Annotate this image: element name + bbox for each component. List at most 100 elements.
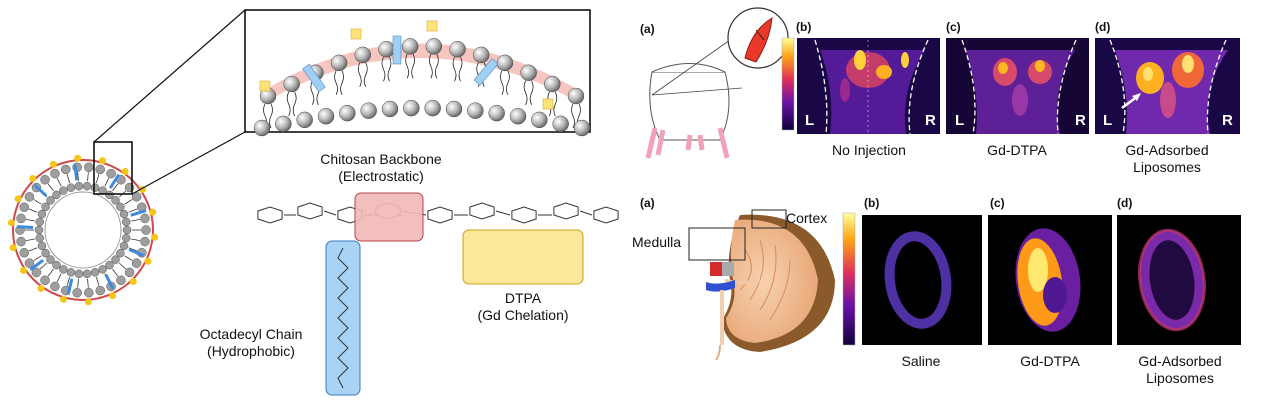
lipid-head xyxy=(472,46,490,64)
lipid-head xyxy=(122,217,131,227)
lipid-tail xyxy=(405,54,416,79)
lipid-head xyxy=(82,269,92,279)
lipid-tail xyxy=(33,255,42,261)
cortex-label: Cortex xyxy=(786,210,828,226)
top-panel-b-label: (b) xyxy=(796,20,812,34)
lipid-head xyxy=(111,255,120,264)
lipid-head xyxy=(40,174,50,185)
lipid-head xyxy=(61,164,71,175)
top-panel-d-label: (d) xyxy=(1095,20,1111,34)
lipid-head xyxy=(50,168,60,179)
bottom-panel-b-label: (b) xyxy=(864,196,880,210)
lipid-head xyxy=(106,168,116,179)
lipid-tail xyxy=(56,177,62,187)
bottom-caption-c: Gd-DTPA xyxy=(1020,353,1080,369)
top-panel-a-label: (a) xyxy=(640,22,655,36)
lipid-head xyxy=(354,46,372,64)
gd-marker xyxy=(59,295,67,303)
chitosan-box xyxy=(354,192,424,242)
lipid-head xyxy=(467,102,484,119)
sugar-ring xyxy=(257,206,283,224)
lipid-tail xyxy=(66,174,70,183)
lipid-tail xyxy=(128,247,138,252)
chitosan-subtitle: (Electrostatic) xyxy=(338,168,424,184)
lipid-tail xyxy=(124,199,133,205)
lipid-head xyxy=(111,196,120,205)
octadecyl-marker xyxy=(128,248,145,258)
lipid-head xyxy=(105,260,114,270)
glycosidic-bond xyxy=(323,210,337,216)
gd-marker xyxy=(37,284,45,292)
lipid-head xyxy=(122,233,131,243)
lipid-head xyxy=(37,209,47,219)
octadecyl-chain xyxy=(337,247,349,389)
lipid-head xyxy=(140,213,150,224)
octadecyl-marker xyxy=(392,35,402,65)
colorbar-top xyxy=(781,37,795,131)
lipid-head xyxy=(59,265,68,274)
medulla-label: Medulla xyxy=(632,234,682,250)
lipid-head xyxy=(50,281,60,292)
cortex-pointer-box xyxy=(751,209,787,229)
gd-marker xyxy=(151,233,159,241)
lipid-head xyxy=(84,287,94,298)
mri-kidney-b xyxy=(862,215,982,345)
liposome-diagram xyxy=(7,9,246,306)
lipid-head xyxy=(531,111,548,129)
lipid-tail xyxy=(96,174,100,183)
lipid-head xyxy=(275,115,292,133)
lipid-head xyxy=(360,102,377,119)
lipid-head xyxy=(488,104,505,122)
lipid-tail xyxy=(87,278,89,288)
lipid-tail xyxy=(104,177,110,187)
top-caption-d-line2: Liposomes xyxy=(1133,159,1201,175)
mri-d-right-marker: R xyxy=(1222,112,1233,129)
lipid-tail xyxy=(112,183,119,192)
lipid-head xyxy=(339,104,356,122)
gd-marker xyxy=(144,257,152,265)
lipid-head xyxy=(72,287,82,298)
chitosan-title: Chitosan Backbone xyxy=(320,151,442,167)
lipid-tail xyxy=(124,255,133,261)
lipid-head xyxy=(381,100,399,118)
lipid-head xyxy=(509,107,527,125)
lipid-head xyxy=(66,183,76,192)
sugar-ring xyxy=(511,206,537,224)
lipid-tail xyxy=(28,247,38,252)
lipid-head xyxy=(82,181,92,191)
lipid-tail xyxy=(334,70,344,96)
lipid-tail xyxy=(96,277,100,286)
lipid-head xyxy=(378,40,395,58)
dtpa-title: DTPA xyxy=(504,290,542,306)
mri-d-left-marker: L xyxy=(1103,112,1113,129)
lipid-head xyxy=(24,192,35,202)
lipid-tail xyxy=(118,262,127,270)
mri-kidney-d xyxy=(1117,215,1241,345)
lipid-tail xyxy=(131,218,141,222)
lipid-head xyxy=(544,75,561,93)
gd-marker xyxy=(426,20,438,32)
sugar-ring xyxy=(469,202,495,220)
lipid-tail xyxy=(28,208,38,213)
bilayer-zoom xyxy=(244,9,591,137)
lipid-tail xyxy=(87,172,89,182)
lipid-head xyxy=(424,99,441,117)
gd-marker xyxy=(14,195,22,203)
lipid-tail xyxy=(128,208,138,213)
lipid-head xyxy=(98,265,107,274)
lipid-head xyxy=(35,217,44,227)
gd-marker xyxy=(84,298,92,306)
lipid-tail xyxy=(33,199,42,205)
glycosidic-bond xyxy=(495,210,511,216)
lipid-tail xyxy=(56,273,62,283)
gd-marker xyxy=(149,208,157,216)
lipid-head xyxy=(59,186,68,195)
mri-top-c xyxy=(946,38,1089,135)
lipid-head xyxy=(90,183,100,192)
colorbar-bottom xyxy=(842,212,856,346)
gd-marker xyxy=(7,219,15,227)
octadecyl-marker xyxy=(130,209,147,217)
top-caption-d-line1: Gd-Adsorbed xyxy=(1125,142,1209,158)
mri-top-b xyxy=(797,38,940,135)
